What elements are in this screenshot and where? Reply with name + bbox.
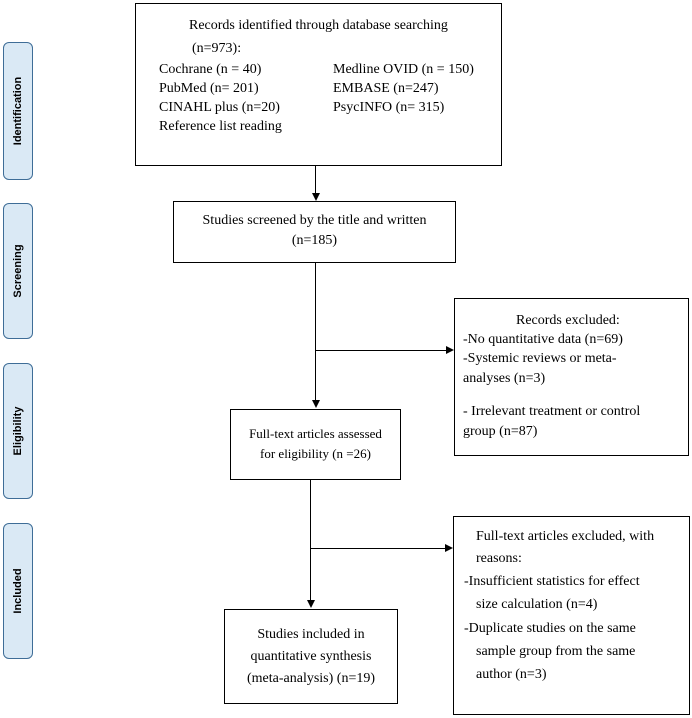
arrow-to-records-excluded xyxy=(446,346,454,354)
records-excluded-box: Records excluded: -No quantitative data … xyxy=(454,298,689,456)
connector-screened-assessed xyxy=(315,263,316,400)
connector-identified-screened xyxy=(315,166,316,193)
branch-to-full-text-excluded xyxy=(310,548,445,549)
phase-identification-label: Identification xyxy=(12,76,24,146)
ft-excluded-title-2: reasons: xyxy=(476,551,522,566)
phase-screening: Screening xyxy=(3,203,33,339)
excluded-reason-2b: analyses (n=3) xyxy=(463,371,546,386)
phase-included: Included xyxy=(3,523,33,659)
phase-identification: Identification xyxy=(3,42,33,180)
excluded-reason-2a: -Systemic reviews or meta- xyxy=(463,351,617,366)
included-line-1: Studies included in xyxy=(257,627,365,642)
full-text-excluded-box: Full-text articles excluded, with reason… xyxy=(453,516,690,715)
source-medline: Medline OVID (n = 150) xyxy=(333,62,474,77)
studies-screened-box: Studies screened by the title and writte… xyxy=(173,201,456,263)
included-line-2: quantitative synthesis xyxy=(250,649,372,664)
arrow-to-full-text-excluded xyxy=(445,544,453,552)
identified-title: Records identified through database sear… xyxy=(189,18,448,33)
source-psycinfo: PsycINFO (n= 315) xyxy=(333,100,445,115)
source-pubmed: PubMed (n= 201) xyxy=(159,81,259,96)
assessed-line-2: for eligibility (n =26) xyxy=(260,446,371,461)
source-reference-list: Reference list reading xyxy=(159,119,282,134)
identified-count: (n=973): xyxy=(192,41,242,56)
screened-line-2: (n=185) xyxy=(291,233,338,248)
ft-excluded-title-1: Full-text articles excluded, with xyxy=(476,529,655,544)
arrow-to-included xyxy=(307,600,315,608)
source-cochrane: Cochrane (n = 40) xyxy=(159,62,262,77)
ft-excluded-reason-2a: -Duplicate studies on the same xyxy=(464,621,636,636)
screened-line-1: Studies screened by the title and writte… xyxy=(202,213,427,228)
branch-to-records-excluded xyxy=(315,350,446,351)
excluded-reason-1: -No quantitative data (n=69) xyxy=(463,332,623,347)
assessed-line-1: Full-text articles assessed xyxy=(249,426,382,441)
phase-eligibility: Eligibility xyxy=(3,363,33,499)
source-cinahl: CINAHL plus (n=20) xyxy=(159,100,280,115)
ft-excluded-reason-1a: -Insufficient statistics for effect xyxy=(464,574,640,589)
arrow-to-assessed xyxy=(312,400,320,408)
arrow-to-screened xyxy=(312,193,320,201)
connector-assessed-included xyxy=(310,480,311,600)
records-excluded-title: Records excluded: xyxy=(516,313,620,328)
phase-included-label: Included xyxy=(12,568,24,614)
phase-eligibility-label: Eligibility xyxy=(12,406,24,456)
ft-excluded-reason-2b: sample group from the same xyxy=(476,644,636,659)
included-line-3: (meta-analysis) (n=19) xyxy=(246,671,376,686)
records-identified-box: Records identified through database sear… xyxy=(135,3,502,166)
studies-included-box: Studies included in quantitative synthes… xyxy=(224,609,398,704)
source-embase: EMBASE (n=247) xyxy=(333,81,439,96)
full-text-assessed-box: Full-text articles assessed for eligibil… xyxy=(230,409,401,480)
excluded-reason-3a: - Irrelevant treatment or control xyxy=(463,404,641,419)
ft-excluded-reason-1b: size calculation (n=4) xyxy=(476,597,598,612)
ft-excluded-reason-2c: author (n=3) xyxy=(476,667,547,682)
excluded-reason-3b: group (n=87) xyxy=(463,424,538,439)
phase-screening-label: Screening xyxy=(12,244,24,298)
